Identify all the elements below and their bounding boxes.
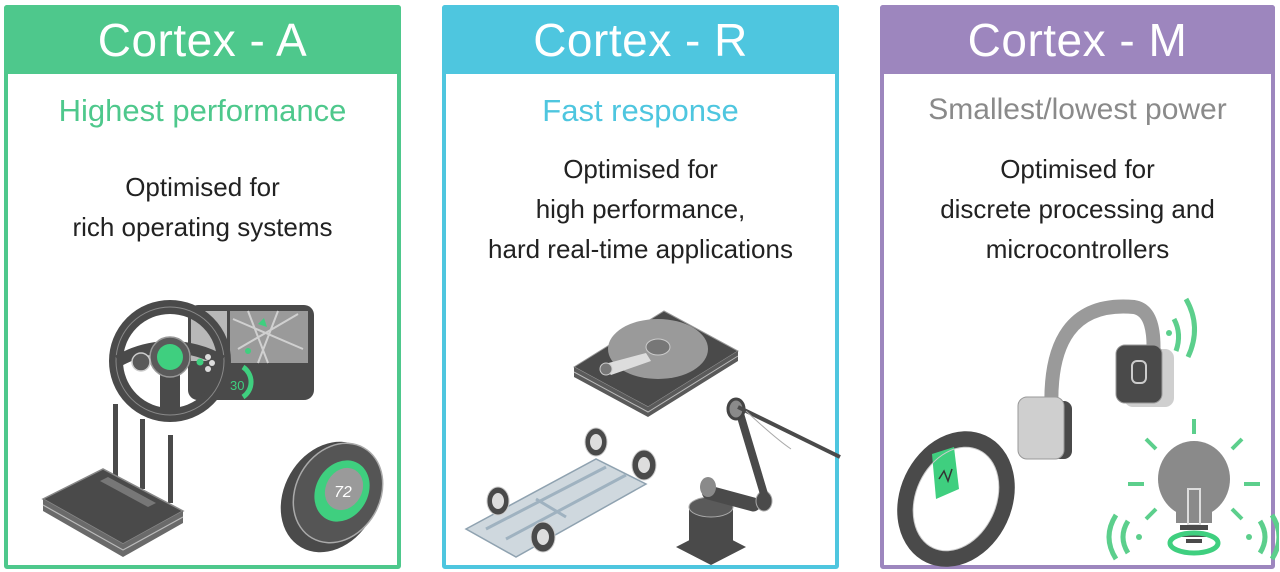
description-line: Optimised for xyxy=(1000,154,1155,184)
cortex-m-description: Optimised for discrete processing and mi… xyxy=(884,149,1271,269)
hard-disk-drive-icon xyxy=(573,310,739,417)
cortex-m-illustrations xyxy=(897,297,1279,567)
smart-lightbulb-icon xyxy=(1106,419,1279,561)
cortex-m-subtitle: Smallest/lowest power xyxy=(928,93,1227,126)
cortex-r-subtitle: Fast response xyxy=(542,93,739,128)
wifi-router-icon xyxy=(41,404,185,557)
smart-thermostat-icon: 72 xyxy=(280,441,384,553)
cortex-a-card: Cortex - A Highest performance Optimised… xyxy=(4,5,401,569)
description-line: microcontrollers xyxy=(985,234,1170,264)
car-chassis-icon xyxy=(464,427,657,558)
cortex-a-subtitle: Highest performance xyxy=(58,93,347,128)
cortex-a-description: Optimised for rich operating systems xyxy=(8,167,397,247)
steering-wheel-dashboard-icon: 30 xyxy=(109,300,314,422)
cortex-r-illustrations xyxy=(464,310,841,565)
description-line: Optimised for xyxy=(125,172,280,202)
wireless-headphones-icon xyxy=(1017,297,1197,460)
cortex-r-card: Cortex - R Fast response Optimised for h… xyxy=(442,5,841,569)
fitness-band-icon xyxy=(897,431,1015,567)
cortex-m-card: Cortex - M Smallest/lowest power Optimis… xyxy=(880,5,1279,569)
description-line: high performance, xyxy=(535,194,746,224)
description-line: Optimised for xyxy=(563,154,718,184)
description-line: rich operating systems xyxy=(72,212,333,242)
robotic-arm-icon xyxy=(676,397,841,565)
cortex-a-illustrations: 30 xyxy=(41,300,384,557)
description-line: hard real-time applications xyxy=(488,234,793,264)
cortex-a-title: Cortex - A xyxy=(4,5,401,74)
cortex-m-title: Cortex - M xyxy=(880,5,1275,74)
cortex-r-description: Optimised for high performance, hard rea… xyxy=(446,149,835,269)
description-line: discrete processing and xyxy=(940,194,1215,224)
cortex-r-title: Cortex - R xyxy=(442,5,839,74)
svg-text:30: 30 xyxy=(230,378,244,393)
svg-text:72: 72 xyxy=(334,484,352,501)
